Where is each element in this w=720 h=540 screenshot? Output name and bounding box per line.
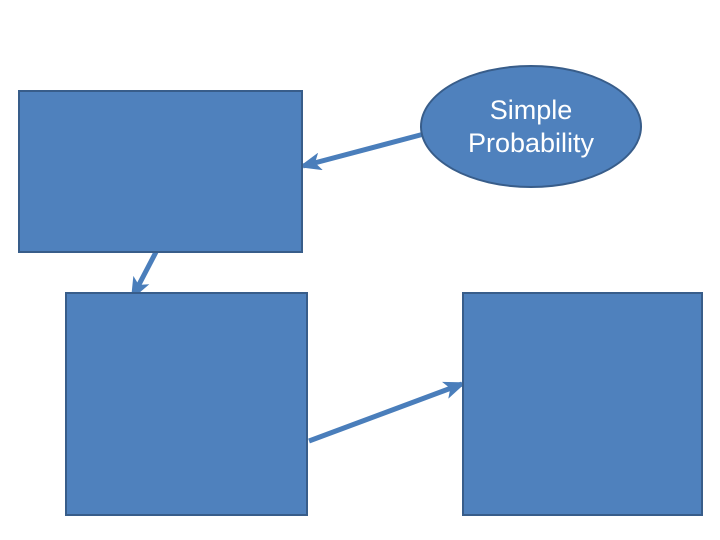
rect-bottom-left[interactable] [65, 292, 308, 516]
rect-top-left[interactable] [18, 90, 303, 253]
ellipse-simple-probability-label: Simple Probability [467, 94, 595, 158]
arrow-top-left-to-bottom-left [130, 250, 159, 300]
ellipse-simple-probability[interactable]: Simple Probability [420, 65, 642, 188]
arrow-bottom-left-to-bottom-right [308, 381, 467, 444]
rect-bottom-right[interactable] [462, 292, 703, 516]
arrow-ellipse-to-top-left [298, 131, 425, 171]
